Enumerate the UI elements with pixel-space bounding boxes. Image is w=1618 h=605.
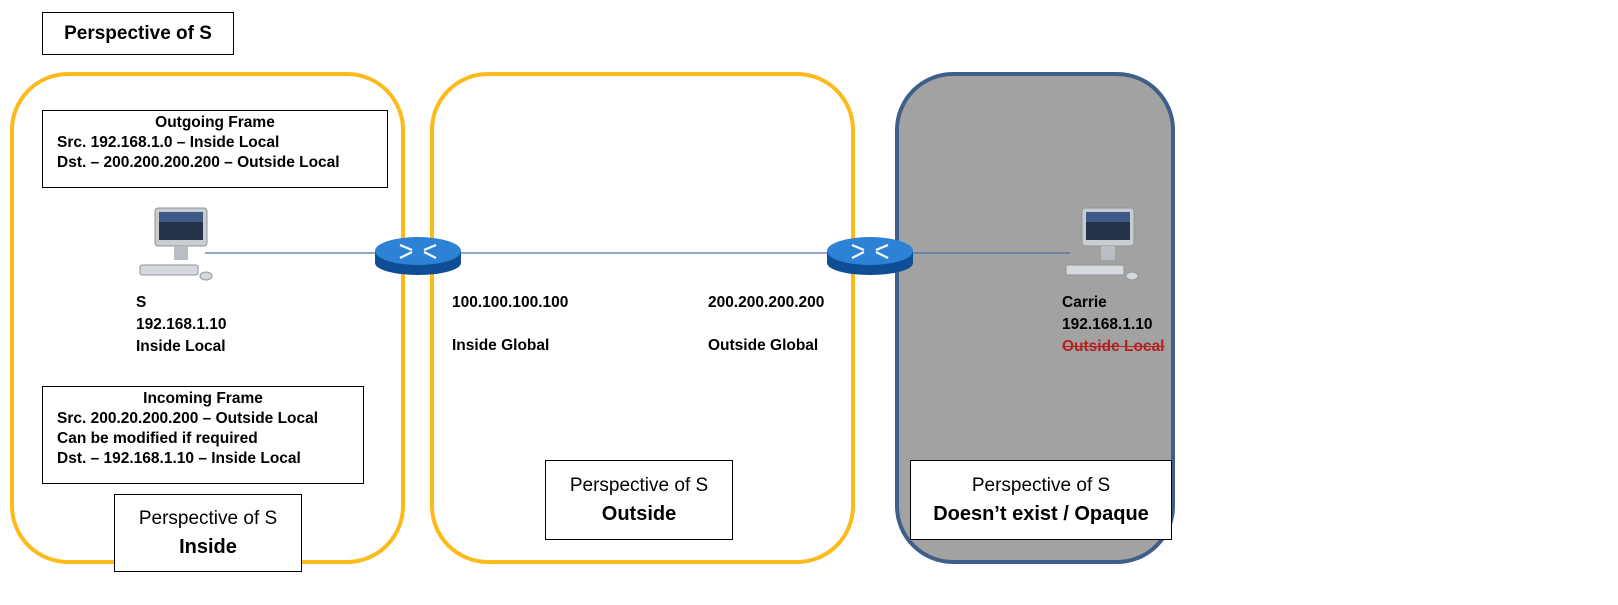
outside-perspective-subtitle: Outside [601, 503, 677, 525]
outside-perspective-box: Perspective of S Outside [545, 460, 733, 540]
opaque-perspective-box: Perspective of S Doesn’t exist / Opaque [910, 460, 1172, 540]
incoming-frame-line: Src. 200.20.200.200 – Outside Local [57, 410, 319, 427]
router-left-ip: 100.100.100.100 [452, 294, 569, 311]
host-carrie-label: Carrie 192.168.1.10 Outside Local [1062, 292, 1165, 358]
host-s-ip: 192.168.1.10 [136, 316, 227, 333]
inside-perspective-box: Perspective of S Inside [114, 494, 302, 572]
router-right-role: Outside Global [708, 337, 819, 354]
outgoing-frame-heading: Outgoing Frame [155, 114, 275, 131]
incoming-frame-line: Can be modified if required [57, 430, 258, 447]
host-s-label: S 192.168.1.10 Inside Local [136, 292, 227, 358]
router-left-icon [375, 237, 461, 275]
outgoing-frame-line: Dst. – 200.200.200.200 – Outside Local [57, 154, 340, 171]
outgoing-frame-box: Outgoing Frame Src. 192.168.1.0 – Inside… [42, 110, 388, 188]
router-right-ip: 200.200.200.200 [708, 294, 825, 311]
inside-perspective-subtitle: Inside [179, 536, 237, 558]
router-right-icon [827, 237, 913, 275]
host-carrie-role: Outside Local [1062, 338, 1165, 355]
host-s-name: S [136, 294, 147, 311]
incoming-frame-box: Incoming Frame Src. 200.20.200.200 – Out… [42, 386, 364, 484]
outside-perspective-title: Perspective of S [569, 475, 709, 496]
incoming-frame-heading: Incoming Frame [143, 390, 263, 407]
inside-perspective-title: Perspective of S [138, 508, 278, 529]
incoming-frame-line: Dst. – 192.168.1.10 – Inside Local [57, 450, 301, 467]
host-carrie-ip: 192.168.1.10 [1062, 316, 1153, 333]
router-left-role: Inside Global [452, 337, 550, 354]
opaque-perspective-subtitle: Doesn’t exist / Opaque [933, 503, 1149, 525]
host-s-role: Inside Local [136, 338, 226, 355]
host-carrie-name: Carrie [1062, 294, 1107, 311]
page-title: Perspective of S [42, 12, 234, 55]
opaque-perspective-title: Perspective of S [971, 475, 1111, 496]
computer-s-icon [139, 207, 213, 281]
outgoing-frame-line: Src. 192.168.1.0 – Inside Local [57, 134, 280, 151]
computer-carrie-icon [1065, 207, 1139, 281]
